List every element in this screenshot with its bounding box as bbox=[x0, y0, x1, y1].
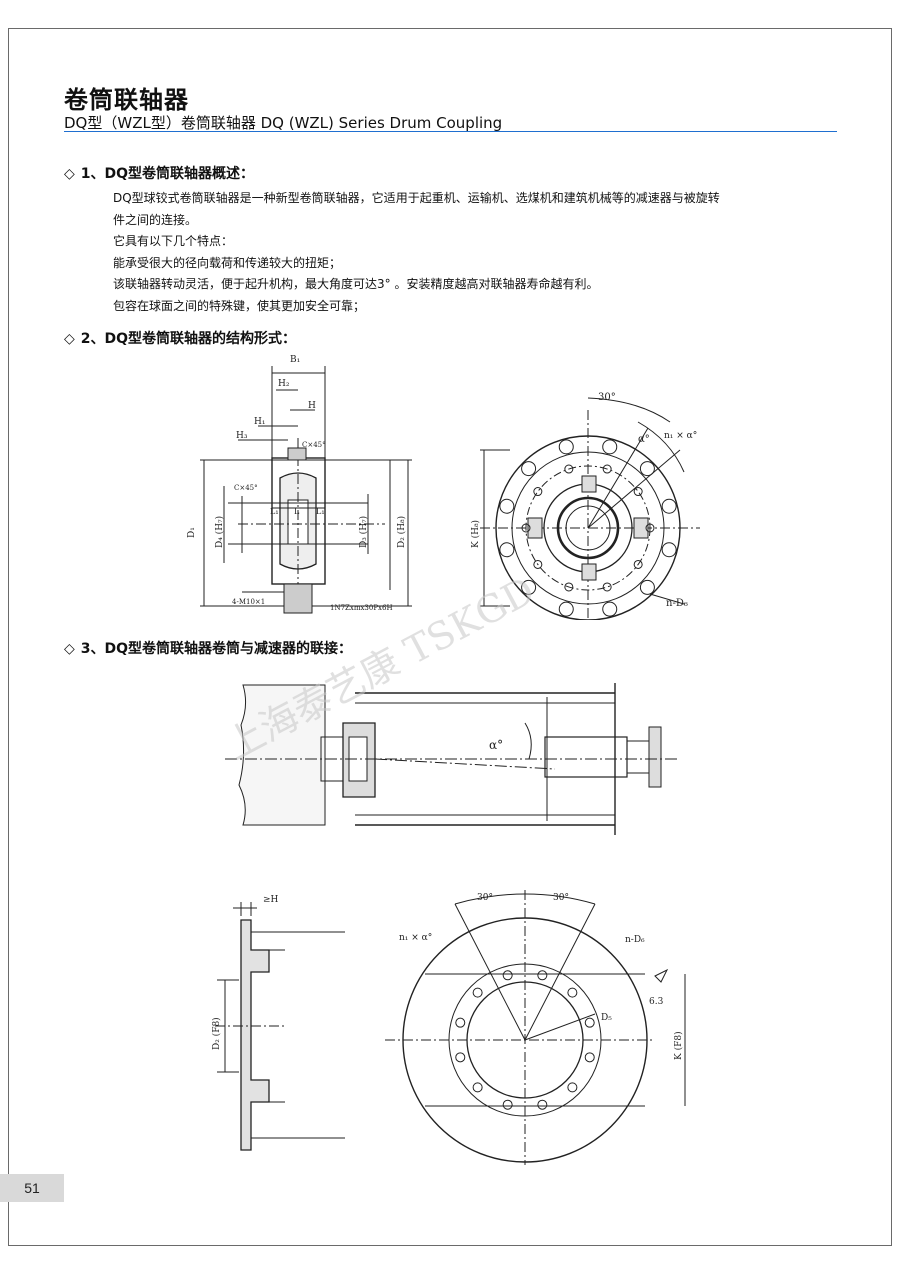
angle-30-label: 30° bbox=[598, 392, 616, 403]
bolt-hole bbox=[567, 987, 578, 998]
bolt-hole bbox=[472, 987, 483, 998]
d5-label: D₅ bbox=[601, 1013, 612, 1023]
angle-30-left-label: 30° bbox=[477, 893, 493, 903]
bolt-hole bbox=[661, 498, 677, 514]
bolt-hole bbox=[455, 1017, 466, 1028]
bolt-hole bbox=[584, 1017, 595, 1028]
k-f8-label: K (F8) bbox=[673, 1031, 684, 1060]
dim-d1: D₁ bbox=[187, 527, 197, 538]
dim-c45b: C×45° bbox=[234, 484, 258, 492]
bolt-hole bbox=[521, 461, 537, 477]
diamond-icon: ◇ bbox=[64, 331, 75, 347]
overview-line: 它具有以下几个特点： bbox=[113, 234, 234, 248]
overview-line: DQ型球铰式卷筒联轴器是一种新型卷筒联轴器，它适用于起重机、运输机、选煤机和建筑… bbox=[113, 191, 720, 205]
diamond-icon: ◇ bbox=[64, 166, 75, 182]
h-dim-label: ≥H bbox=[263, 895, 279, 905]
pin-hole bbox=[533, 559, 543, 569]
dim-l: L bbox=[294, 507, 300, 516]
bolt-hole bbox=[602, 439, 618, 455]
bolt-hole bbox=[584, 1052, 595, 1063]
d2-dim-label: D₂ (F8) bbox=[211, 1017, 222, 1050]
diamond-icon: ◇ bbox=[64, 641, 75, 657]
title-rule bbox=[64, 131, 837, 132]
bolt-hole bbox=[502, 1099, 513, 1110]
n1-alpha-label: n₁ × α° bbox=[399, 933, 432, 943]
dim-h1: H₁ bbox=[254, 417, 265, 427]
alpha-label: α° bbox=[638, 434, 650, 445]
pin-hole bbox=[602, 582, 612, 592]
overview-text: DQ型球铰式卷筒联轴器是一种新型卷筒联轴器，它适用于起重机、运输机、选煤机和建筑… bbox=[113, 188, 843, 317]
section-heading-connection: ◇3、DQ型卷筒联轴器卷筒与减速器的联接： bbox=[64, 641, 353, 657]
page-frame bbox=[8, 28, 892, 1246]
dim-h3: H₃ bbox=[236, 431, 248, 441]
drum-end-section-drawing: ≥H D₂ (F8) bbox=[211, 895, 345, 1151]
drum-end-face-drawing: 30° 30° n₁ × α° n-D₆ D₅ K (F8) 6.3 bbox=[385, 890, 686, 1165]
section-heading-overview: ◇1、DQ型卷筒联轴器概述： bbox=[64, 166, 255, 182]
overview-line: 件之间的连接。 bbox=[113, 212, 198, 227]
page-number: 51 bbox=[0, 1174, 64, 1202]
dim-c45: C×45° bbox=[302, 441, 326, 449]
bolt-hole bbox=[558, 601, 574, 617]
n1-alpha-label: n₁ × α° bbox=[664, 431, 697, 441]
dim-l1a: L₁ bbox=[270, 507, 279, 516]
pin-hole bbox=[533, 487, 543, 497]
bolt-hole bbox=[567, 1082, 578, 1093]
overview-line: 包容在球面之间的特殊键，使其更加安全可靠； bbox=[113, 298, 366, 313]
dim-l1b: L₁ bbox=[316, 507, 325, 516]
bolt-hole bbox=[472, 1082, 483, 1093]
bolt-hole bbox=[537, 970, 548, 981]
pin-hole bbox=[602, 464, 612, 474]
bolt-hole bbox=[521, 579, 537, 595]
pin-hole bbox=[521, 523, 531, 533]
watermark: 上海泰艺康 TSKGD bbox=[219, 568, 542, 768]
page-title: 卷筒联轴器 bbox=[64, 86, 189, 114]
k-dim-label: K (H₈) bbox=[470, 520, 481, 548]
bolt-hole bbox=[661, 542, 677, 558]
coupling-section-drawing: B₁ H₂ H H₁ H₃ C×45° C×45° L₁ L L₁ D₁ D₄ … bbox=[187, 355, 412, 614]
bolt-hole bbox=[537, 1099, 548, 1110]
bolt-hole bbox=[499, 542, 515, 558]
pin-hole bbox=[645, 523, 655, 533]
pin-hole bbox=[633, 487, 643, 497]
overview-line: 能承受很大的径向载荷和传递较大的扭矩； bbox=[113, 255, 342, 270]
overview-line: 该联轴器转动灵活，便于起升机构，最大角度可达3° 。安装精度越高对联轴器寿命越有… bbox=[113, 277, 599, 291]
bolt-hole bbox=[639, 579, 655, 595]
dim-d4: D₄ (H₇) bbox=[214, 516, 225, 548]
dim-m10: 4-M10×1 bbox=[232, 598, 265, 606]
dim-d2: D₂ (H₈) bbox=[396, 516, 407, 548]
section-heading-structure: ◇2、DQ型卷筒联轴器的结构形式： bbox=[64, 331, 297, 347]
dim-h2: H₂ bbox=[278, 379, 290, 389]
bolt-hole bbox=[499, 498, 515, 514]
page-subtitle: DQ型（WZL型）卷筒联轴器 DQ (WZL) Series Drum Coup… bbox=[64, 114, 503, 132]
bolt-hole bbox=[639, 461, 655, 477]
bolt-hole bbox=[558, 439, 574, 455]
n-d6-label: n-D₆ bbox=[666, 598, 688, 609]
dim-b1: B₁ bbox=[290, 355, 300, 365]
coupling-front-drawing: 30° α° n₁ × α° K (H₈) n-D₆ bbox=[470, 392, 700, 620]
drum-reducer-drawing: α° bbox=[225, 683, 680, 835]
pin-hole bbox=[564, 464, 574, 474]
dim-h: H bbox=[308, 401, 316, 411]
alpha-angle-label: α° bbox=[489, 738, 503, 752]
dim-d3: D₃ (H₇) bbox=[358, 516, 369, 548]
dim-spline: 1N7Zxmx30Px6H bbox=[330, 604, 393, 612]
pin-hole bbox=[564, 582, 574, 592]
bolt-hole bbox=[455, 1052, 466, 1063]
pin-hole bbox=[633, 559, 643, 569]
bolt-hole bbox=[602, 601, 618, 617]
roughness-label: 6.3 bbox=[649, 997, 664, 1007]
n-d6-label: n-D₆ bbox=[625, 935, 645, 945]
watermark-text: 上海泰艺康 TSKGD bbox=[219, 568, 542, 768]
bolt-hole bbox=[502, 970, 513, 981]
angle-30-right-label: 30° bbox=[553, 893, 569, 903]
